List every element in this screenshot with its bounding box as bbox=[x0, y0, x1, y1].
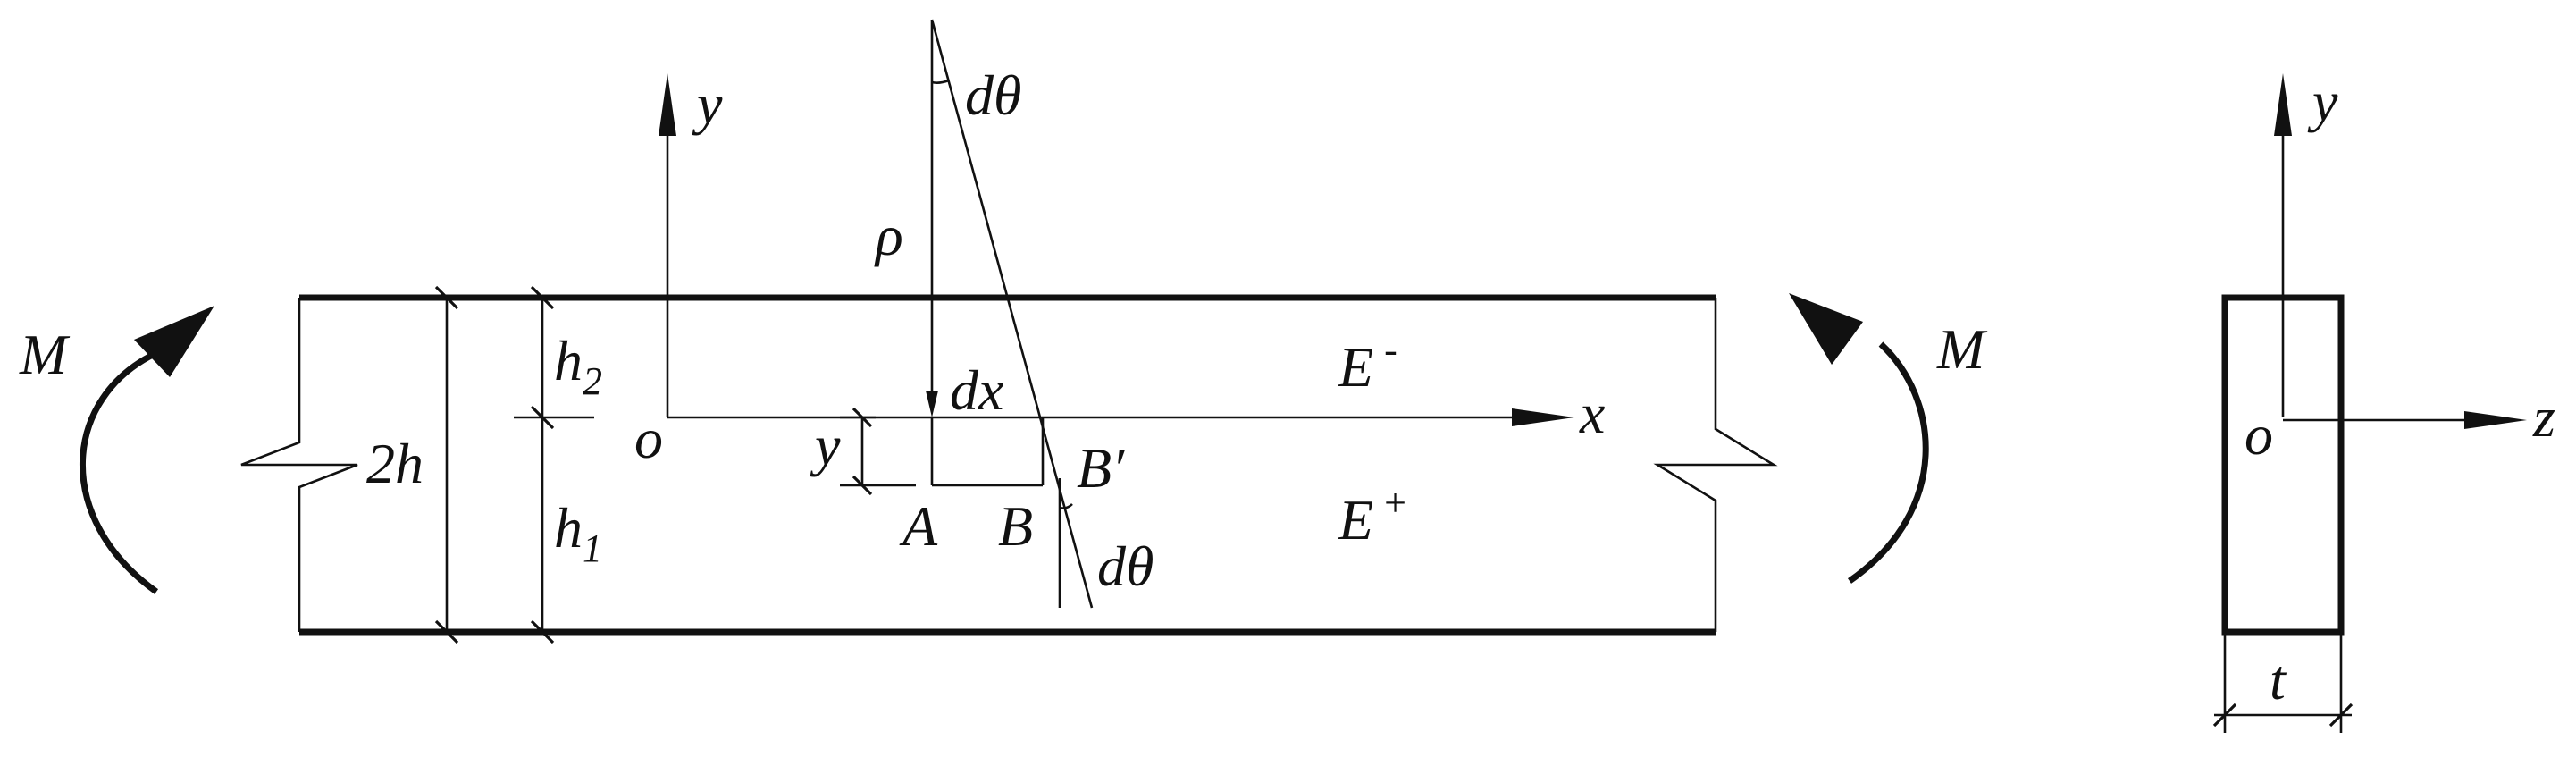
rho-arrowhead bbox=[926, 391, 938, 417]
h2-label: h2 bbox=[554, 329, 602, 403]
e-minus-sup: - bbox=[1384, 328, 1397, 372]
thickness-tick-left bbox=[2212, 703, 2237, 728]
x-axis-label: x bbox=[1579, 382, 1605, 445]
point-b-prime-label: B′ bbox=[1077, 436, 1125, 500]
moment-left-arc bbox=[80, 349, 159, 594]
thickness-tick-right bbox=[2328, 703, 2354, 728]
dim-h-tick-bottom bbox=[530, 619, 555, 644]
moment-left-label: M bbox=[19, 323, 71, 386]
h1-base: h bbox=[554, 496, 583, 560]
origin-label: o bbox=[634, 407, 663, 470]
right-break-line bbox=[1653, 298, 1778, 632]
section-y-axis-arrowhead bbox=[2274, 73, 2292, 136]
moment-right-arc bbox=[1847, 341, 1929, 584]
point-b-label: B bbox=[998, 494, 1033, 558]
section-z-axis-label: z bbox=[2532, 385, 2555, 449]
rho-label: ρ bbox=[874, 204, 903, 267]
dx-label: dx bbox=[950, 358, 1003, 422]
dtheta-bottom-arc bbox=[1059, 503, 1073, 509]
dim-y-tick-bottom bbox=[852, 475, 873, 496]
section-z-axis-arrowhead bbox=[2464, 411, 2527, 429]
point-a-label: A bbox=[899, 494, 938, 558]
dim-2h-tick-bottom bbox=[434, 619, 459, 644]
moment-left-arrowhead bbox=[134, 306, 214, 377]
y-dim-label: y bbox=[810, 414, 841, 477]
e-plus-sup: + bbox=[1384, 481, 1406, 525]
y-axis-label: y bbox=[692, 72, 723, 136]
section-y-axis-label: y bbox=[2307, 70, 2338, 133]
x-axis-arrowhead bbox=[1512, 408, 1574, 426]
dim-h-tick-top bbox=[530, 285, 555, 310]
thickness-label: t bbox=[2270, 648, 2287, 711]
e-plus-base: E bbox=[1338, 488, 1373, 551]
h1-label: h1 bbox=[554, 496, 602, 570]
dtheta-top-arc bbox=[931, 79, 950, 84]
moment-right-label: M bbox=[1936, 317, 1988, 381]
e-minus-label: E- bbox=[1338, 328, 1397, 399]
section-origin-label: o bbox=[2245, 403, 2273, 467]
moment-right-arrowhead bbox=[1789, 293, 1863, 365]
cross-section: y z o t bbox=[2212, 70, 2555, 733]
y-axis-arrowhead bbox=[659, 73, 676, 136]
e-minus-base: E bbox=[1338, 335, 1373, 399]
h2-base: h bbox=[554, 329, 583, 392]
rotated-section-line bbox=[930, 19, 1094, 609]
dtheta-bottom-label: dθ bbox=[1097, 535, 1154, 598]
left-break-line bbox=[240, 298, 358, 632]
h2-sub: 2 bbox=[583, 359, 602, 403]
beam-elevation: M M y x o ρ dθ dx y A B B′ dθ E- E+ 2h h… bbox=[19, 19, 1988, 644]
h1-sub: 1 bbox=[583, 526, 602, 570]
dtheta-top-label: dθ bbox=[965, 63, 1021, 127]
dim-y-tick-top bbox=[852, 407, 873, 428]
e-plus-label: E+ bbox=[1338, 481, 1406, 551]
total-height-label: 2h bbox=[366, 432, 424, 495]
dim-2h-tick-top bbox=[434, 285, 459, 310]
